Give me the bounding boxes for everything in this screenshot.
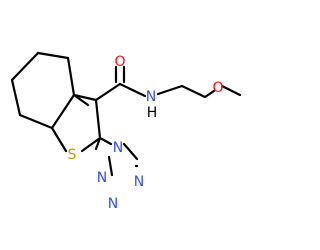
amide-nitrogen-label: N — [146, 89, 156, 105]
thiophene-ring — [50, 93, 102, 153]
amide-hydrogen-label: H — [147, 105, 158, 121]
bond — [66, 56, 76, 97]
bond — [50, 126, 68, 153]
tetrazole-n3-label: N — [108, 196, 118, 212]
cyclohexene-ring — [10, 51, 76, 130]
tetrazole-n4-label: N — [134, 174, 144, 190]
bond — [36, 51, 70, 60]
bond — [72, 93, 90, 107]
bond — [180, 84, 207, 99]
tetrazole-ring — [98, 136, 139, 177]
methoxyethyl-chain — [156, 84, 242, 99]
carboxamide-group — [94, 65, 147, 102]
bond — [10, 51, 40, 82]
bond — [156, 84, 184, 96]
tetrazole-n2-label: N — [97, 170, 107, 186]
bond — [18, 113, 54, 130]
thiophene-sulfur-label: S — [68, 147, 77, 163]
tetrazole-n1-label: N — [113, 140, 123, 156]
bond — [72, 93, 98, 102]
bond — [122, 142, 139, 161]
bond — [98, 136, 113, 146]
bond — [94, 98, 102, 140]
bond — [118, 82, 147, 98]
bond — [94, 136, 102, 151]
molecule-structure: O O N H S N N N N — [10, 51, 242, 212]
carbonyl-oxygen-label: O — [114, 54, 125, 70]
bond — [50, 93, 76, 130]
bond — [107, 155, 114, 177]
bond — [94, 82, 122, 102]
bond — [10, 78, 22, 117]
bond — [220, 84, 242, 97]
bond — [80, 136, 102, 153]
bond — [203, 89, 216, 99]
ether-oxygen-label: O — [212, 80, 223, 96]
